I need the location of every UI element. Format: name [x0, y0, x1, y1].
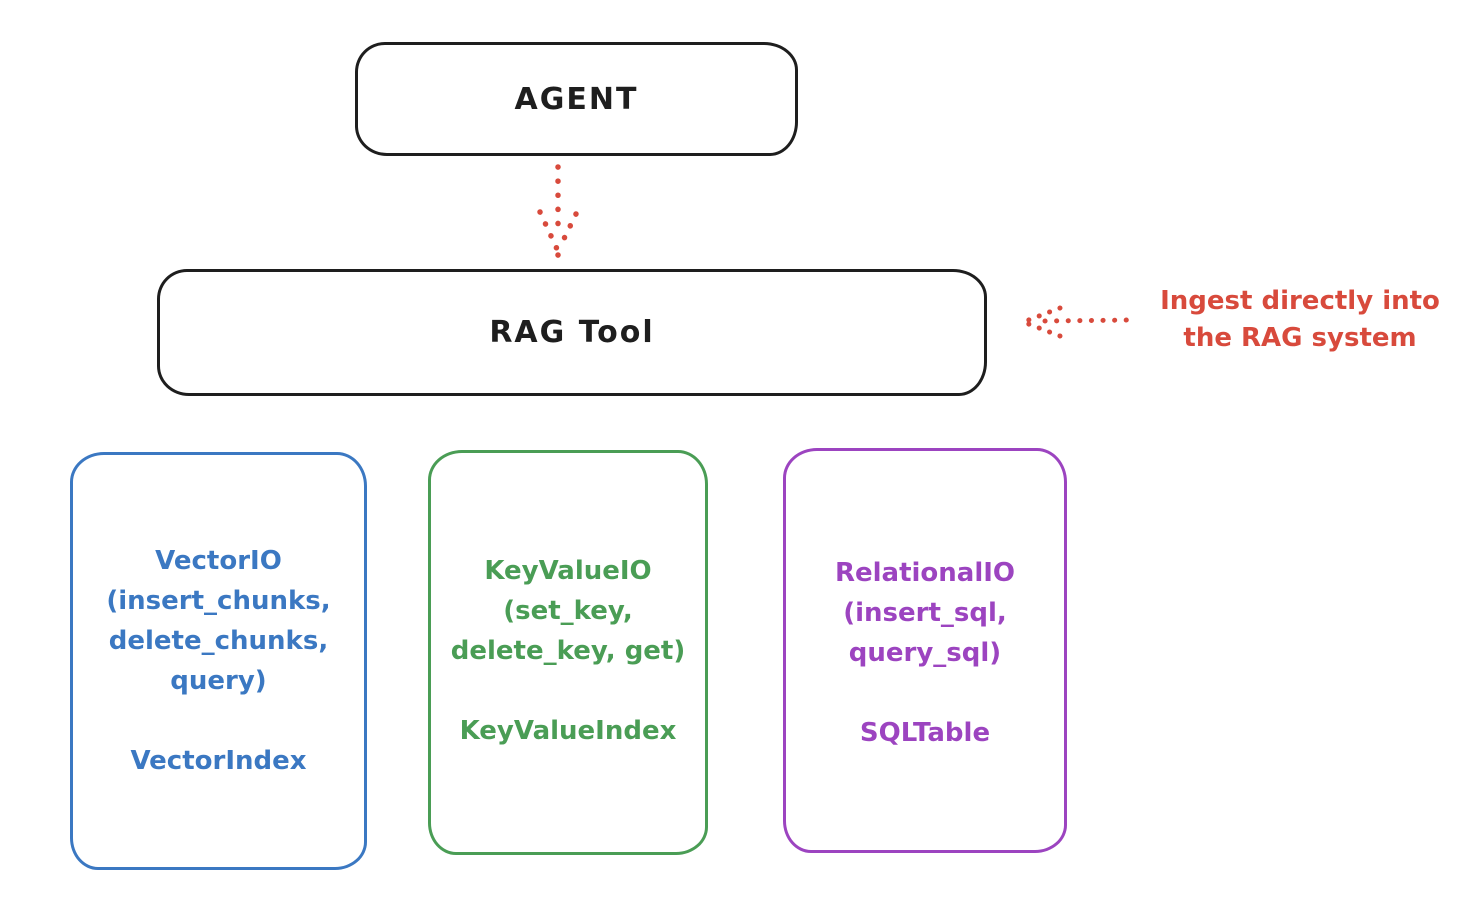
relational-io-methods-line1: (insert_sql, — [843, 598, 1007, 628]
rag-tool-label: RAG Tool — [489, 315, 655, 350]
relational-io-box: RelationalIO (insert_sql, query_sql) SQL… — [783, 448, 1067, 853]
rag-tool-node: RAG Tool — [157, 269, 987, 396]
ingest-annotation: Ingest directly into the RAG system — [1130, 283, 1470, 357]
ingest-arrow-icon — [1023, 305, 1134, 339]
vector-io-title: VectorIO — [155, 546, 282, 576]
keyvalue-io-methods-line1: (set_key, — [503, 596, 633, 626]
spacer — [73, 701, 364, 741]
agent-to-ragtool-arrow-icon — [537, 164, 579, 258]
keyvalue-io-methods-line2: delete_key, get) — [450, 636, 686, 666]
agent-label: AGENT — [514, 81, 639, 117]
vector-io-methods-line3: query) — [170, 666, 267, 696]
relational-io-methods-line2: query_sql) — [848, 638, 1002, 668]
vector-index-label: VectorIndex — [130, 746, 307, 776]
keyvalue-io-title: KeyValueIO — [484, 556, 652, 586]
spacer — [786, 673, 1064, 713]
vector-io-methods-line1: (insert_chunks, — [106, 586, 331, 616]
vector-io-methods-line2: delete_chunks, — [108, 626, 329, 656]
ingest-annotation-line1: Ingest directly into — [1160, 286, 1440, 316]
sql-table-label: SQLTable — [859, 718, 991, 748]
keyvalue-index-label: KeyValueIndex — [459, 716, 677, 746]
agent-node: AGENT — [355, 42, 798, 156]
vector-io-box: VectorIO (insert_chunks, delete_chunks, … — [70, 452, 367, 870]
ingest-annotation-line2: the RAG system — [1183, 323, 1417, 353]
keyvalue-io-box: KeyValueIO (set_key, delete_key, get) Ke… — [428, 450, 708, 855]
relational-io-title: RelationalIO — [834, 558, 1016, 588]
spacer — [431, 671, 705, 711]
